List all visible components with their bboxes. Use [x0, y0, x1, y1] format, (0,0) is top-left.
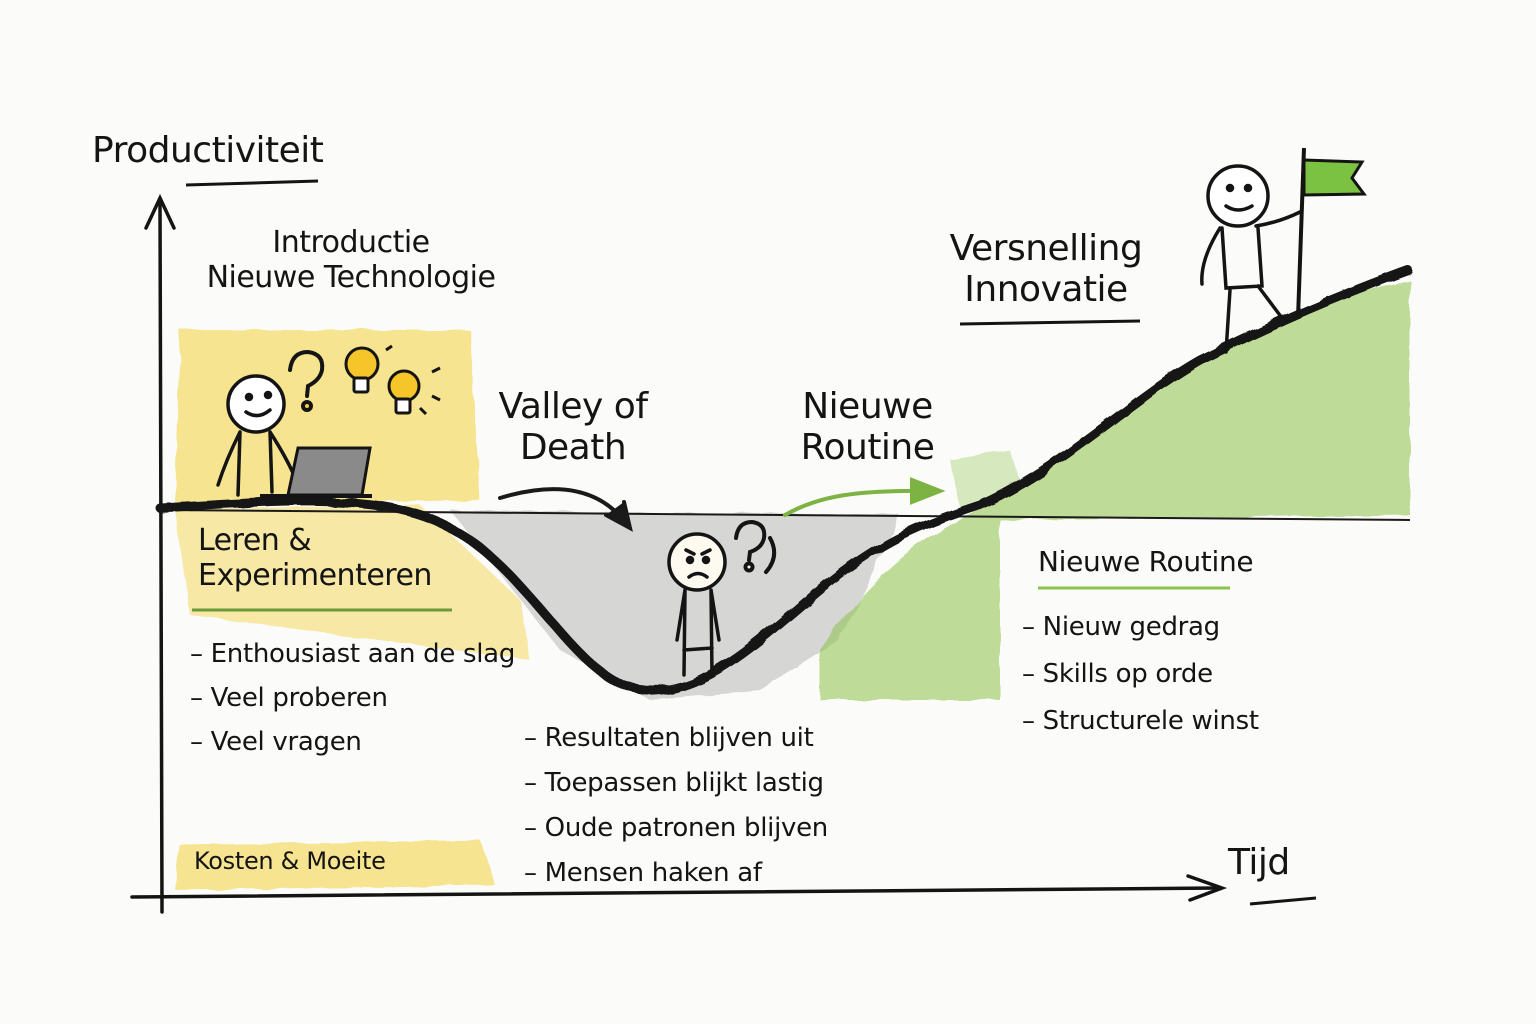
intro-title-line2: Nieuwe Technologie	[206, 259, 496, 295]
intro-section-title: Leren & Experimenteren	[198, 523, 432, 593]
valley-bullet-list: Resultaten blijven uit Toepassen blijkt …	[524, 716, 829, 896]
acceleration-title-line2: Innovatie	[964, 269, 1128, 311]
list-item: Mensen haken af	[524, 851, 828, 896]
routine-arrow	[783, 477, 946, 517]
cost-effort-label: Kosten & Moeite	[194, 847, 386, 875]
list-item: Oude patronen blijven	[524, 806, 829, 851]
acceleration-title-line1: Versnelling	[949, 228, 1143, 269]
routine-arrow-title-line1: Nieuwe	[802, 386, 933, 427]
list-item: Toepassen blijkt lastig	[524, 761, 828, 806]
x-axis-label: Tijd	[1228, 842, 1290, 883]
acceleration-underline	[959, 319, 1141, 326]
successful-person-icon	[1200, 164, 1302, 354]
laptop-icon	[260, 446, 372, 498]
intro-bullet-list: Enthousiast aan de slag Veel proberen Ve…	[190, 632, 516, 764]
list-item: Nieuw gedrag	[1022, 604, 1259, 651]
list-item: Skills op orde	[1022, 651, 1259, 698]
routine-arrow-title: Nieuwe Routine	[780, 386, 955, 469]
list-item: Structurele winst	[1022, 698, 1259, 745]
valley-title-line1: Valley of	[498, 386, 649, 427]
lightbulb-icon	[344, 344, 441, 416]
valley-title-line2: Death	[519, 427, 627, 469]
gray-wash	[450, 510, 900, 700]
y-axis	[144, 193, 176, 914]
valley-title: Valley of Death	[478, 386, 668, 469]
y-axis-label: Productiviteit	[92, 130, 324, 171]
x-axis-label-underline	[1249, 896, 1317, 906]
acceleration-title: Versnelling Innovatie	[946, 228, 1146, 311]
y-axis-label-underline	[185, 179, 319, 187]
routine-arrow-title-line2: Routine	[800, 427, 935, 469]
valley-arrow	[498, 487, 633, 532]
question-mark-icon	[288, 349, 325, 412]
list-item: Enthousiast aan de slag	[190, 632, 516, 676]
list-item: Veel vragen	[190, 720, 515, 764]
question-mark-icon	[734, 519, 777, 574]
intro-section-title-line1: Leren &	[198, 523, 312, 558]
frustrated-person-icon	[667, 532, 727, 677]
intro-section-title-line2: Experimenteren	[198, 557, 432, 593]
list-item: Resultaten blijven uit	[524, 716, 828, 761]
intro-title-line1: Introductie	[272, 225, 430, 260]
productivity-curve	[155, 265, 1413, 696]
intro-title: Introductie Nieuwe Technologie	[196, 225, 506, 295]
list-item: Veel proberen	[190, 676, 515, 720]
flag-icon	[1296, 147, 1367, 319]
learning-person-icon	[216, 374, 298, 497]
routine-bullet-list: Nieuw gedrag Skills op orde Structurele …	[1022, 604, 1259, 745]
routine-section-title: Nieuwe Routine	[1038, 545, 1254, 578]
